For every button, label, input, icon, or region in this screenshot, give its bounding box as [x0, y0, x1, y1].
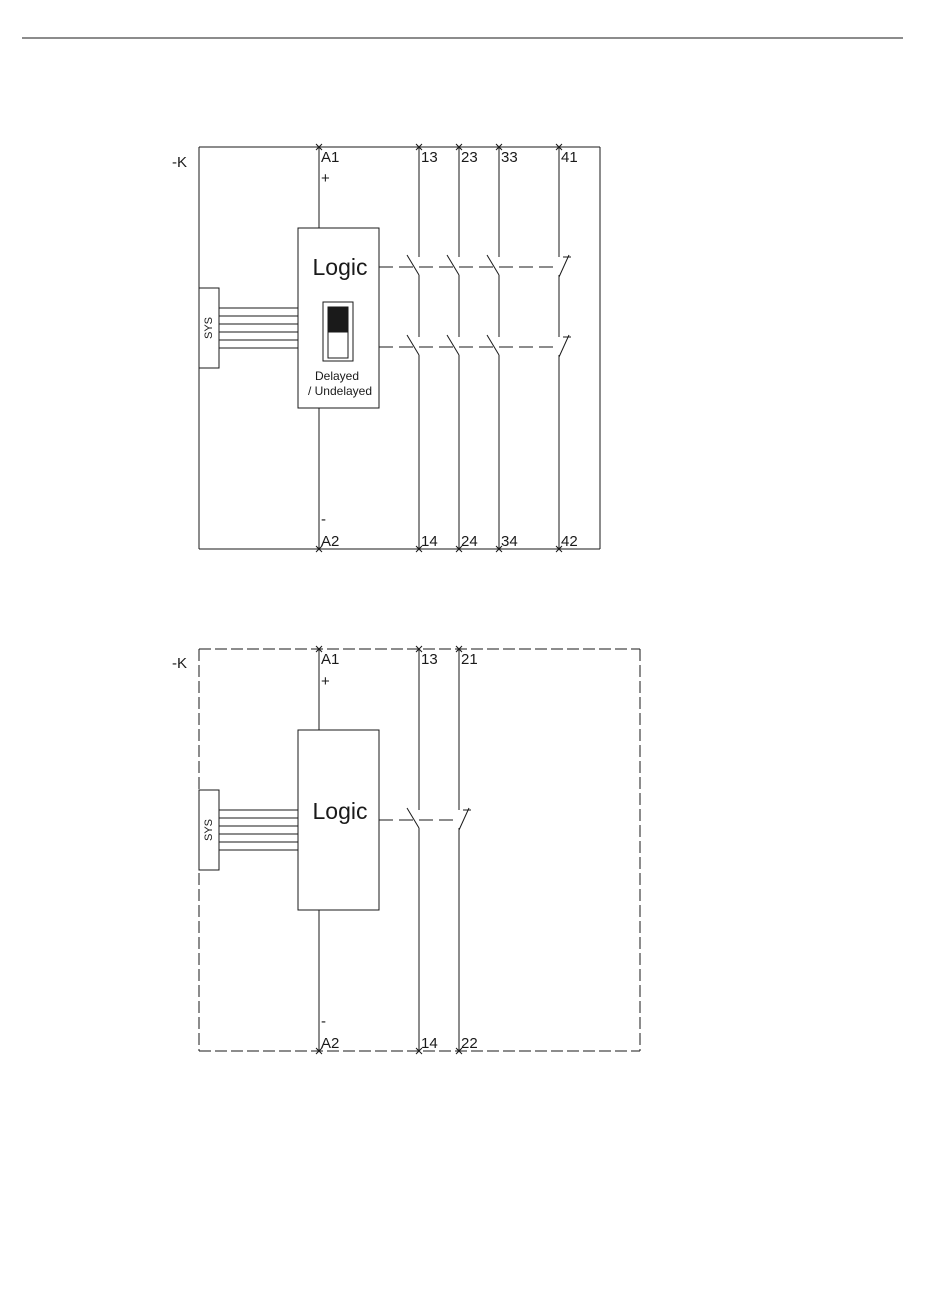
terminal-a2-label: A2 — [321, 533, 339, 550]
delay-switch-label-1: Delayed — [315, 369, 359, 383]
contact-top-label: 13 — [421, 651, 438, 668]
contact-21-22: 21 22 — [459, 649, 478, 1052]
contact-33-34: 33 34 — [487, 147, 518, 550]
contact-bottom-label: 14 — [421, 1035, 438, 1052]
polarity-plus-label: + — [321, 673, 330, 690]
contact-bottom-label: 14 — [421, 533, 438, 550]
logic-label: Logic — [313, 798, 368, 824]
contact-bottom-label: 34 — [501, 533, 518, 550]
sys-bus-lines — [219, 308, 298, 348]
contact-23-24: 23 24 — [447, 147, 478, 550]
contact-13-14: 13 14 — [407, 147, 438, 550]
polarity-minus-label: - — [321, 511, 326, 528]
delay-switch — [323, 302, 353, 361]
contact-top-label: 21 — [461, 651, 478, 668]
logic-label: Logic — [313, 254, 368, 280]
contact-top-label: 41 — [561, 149, 578, 166]
contact-top-label: 13 — [421, 149, 438, 166]
relay-diagram-2: -K A1 + - A2 Logic SYS — [172, 646, 640, 1054]
polarity-minus-label: - — [321, 1013, 326, 1030]
sys-label: SYS — [203, 819, 215, 841]
terminal-a1-label: A1 — [321, 651, 339, 668]
contact-bottom-label: 24 — [461, 533, 478, 550]
terminal-a2-label: A2 — [321, 1035, 339, 1052]
sys-label: SYS — [203, 317, 215, 339]
delay-switch-label-2: / Undelayed — [308, 384, 372, 398]
relay-diagram-1: -K A1 + - A2 Logic Delayed / Undelayed S… — [172, 144, 600, 552]
contact-bottom-label: 42 — [561, 533, 578, 550]
terminal-a1-label: A1 — [321, 149, 339, 166]
contact-top-label: 33 — [501, 149, 518, 166]
contact-bottom-label: 22 — [461, 1035, 478, 1052]
contact-top-label: 23 — [461, 149, 478, 166]
polarity-plus-label: + — [321, 170, 330, 187]
sys-bus-lines — [219, 810, 298, 850]
contact-41-42: 41 42 — [559, 147, 578, 550]
device-label: -K — [172, 655, 187, 672]
contact-13-14: 13 14 — [407, 649, 438, 1052]
device-label: -K — [172, 154, 187, 171]
